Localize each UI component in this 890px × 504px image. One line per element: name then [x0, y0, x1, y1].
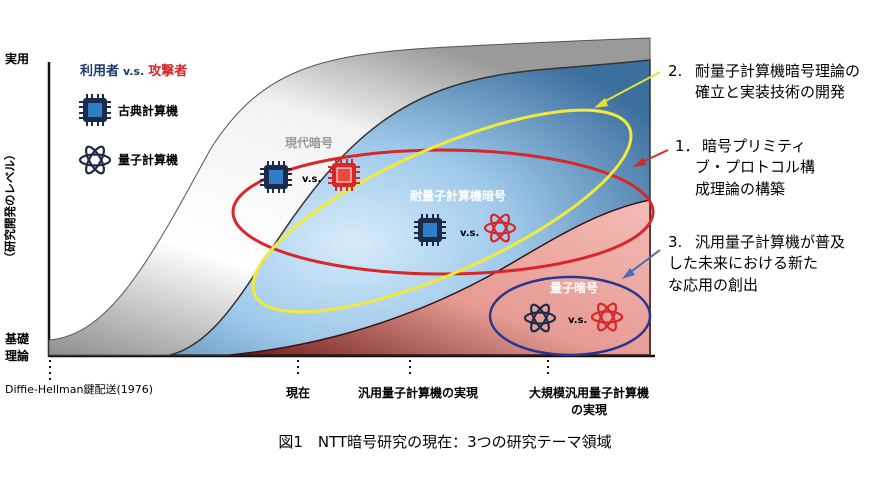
legend-vs: v.s. [123, 65, 144, 78]
y-axis-bottom-label-1: 基礎 [4, 331, 30, 346]
annotation-3-line3: な応用の創出 [668, 276, 758, 294]
timeline-general-qc: 汎用量子計算機の実現 [358, 385, 478, 400]
legend-title: 利用者 v.s. 攻撃者 [80, 63, 187, 79]
annotation-2-line2: 確立と実装技術の開発 [695, 83, 845, 101]
timeline-now: 現在 [286, 385, 310, 400]
label-vs-quantum: v.s. [568, 315, 587, 326]
timeline-large-qc-2: の実現 [571, 402, 607, 417]
annotation-2-line1: 耐量子計算機暗号理論の [695, 62, 860, 80]
atom-icon [78, 143, 112, 177]
y-axis-top-label: 実用 [5, 51, 29, 66]
y-axis-bottom-label-2: 理論 [5, 348, 30, 363]
arrow-theme-2 [594, 71, 661, 108]
annotation-1-line1: 暗号プリミティ [702, 137, 806, 155]
timeline-ticks [49, 360, 549, 380]
theme-2-ellipse [251, 108, 633, 314]
label-vs-modern: v.s. [302, 174, 321, 185]
legend-attacker: 攻撃者 [148, 63, 187, 79]
annotation-1-num: 1． [675, 137, 700, 155]
arrow-theme-3 [622, 249, 661, 279]
timeline-diffie-hellman: Diffie-Hellman鍵配送(1976) [5, 382, 153, 396]
cpu-chip-icon [78, 93, 112, 127]
legend-classical: 古典計算機 [118, 103, 178, 118]
annotation-1-line2: ブ・プロトコル構 [695, 158, 815, 176]
label-pq: 耐量子計算機暗号 [410, 188, 506, 203]
annotation-1-line3: 成理論の構築 [695, 180, 785, 198]
legend-user: 利用者 [80, 63, 119, 79]
annotation-3-line2: した未来における新た [668, 254, 818, 272]
timeline-large-qc-1: 大規模汎用量子計算機 [529, 385, 649, 400]
label-vs-pq: v.s. [460, 228, 479, 239]
figure-caption: 図1 NTT暗号研究の現在：3つの研究テーマ領域 [278, 433, 611, 451]
annotation-3-num: 3. [668, 233, 682, 251]
theme-3-ellipse [488, 275, 652, 357]
y-axis-mid-label: （研究開発のレベル） [3, 149, 17, 264]
legend-quantum: 量子計算機 [118, 152, 178, 167]
label-quantum-crypto: 量子暗号 [550, 280, 598, 295]
annotation-3-line1: 汎用量子計算機が普及 [695, 233, 845, 251]
label-modern: 現代暗号 [285, 135, 333, 150]
annotation-2-num: 2. [668, 62, 682, 80]
theme-1-ellipse [231, 148, 655, 276]
arrow-theme-1 [633, 149, 669, 167]
